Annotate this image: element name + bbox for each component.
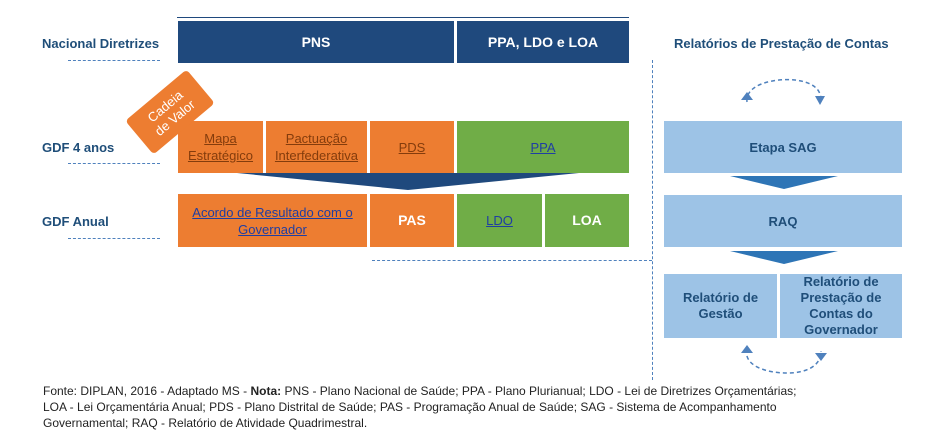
etapa-sag-label: Etapa SAG bbox=[749, 139, 817, 155]
ldo-box: LDO bbox=[456, 193, 543, 248]
acordo-resultado-box: Acordo de Resultado com o Governador bbox=[177, 193, 368, 248]
caption-line-1: Fonte: DIPLAN, 2016 - Adaptado MS - Nota… bbox=[43, 383, 843, 399]
ppa-ldo-loa-label: PPA, LDO e LOA bbox=[487, 33, 599, 50]
caption-line-3: Governamental; RAQ - Relatório de Ativid… bbox=[43, 416, 368, 430]
row-label-underline bbox=[68, 238, 160, 239]
ldo-link[interactable]: LDO bbox=[486, 213, 513, 228]
relatorio-prestacao-label: Relatório de Prestação de Contas do Gove… bbox=[800, 274, 882, 337]
top-border-line bbox=[177, 17, 629, 18]
pas-label: PAS bbox=[398, 212, 426, 228]
horizontal-dashed-connector bbox=[372, 260, 652, 261]
vertical-dashed-divider bbox=[652, 60, 653, 380]
loa-box: LOA bbox=[544, 193, 630, 248]
raq-box: RAQ bbox=[663, 194, 903, 248]
cycle-arrow-bottom-icon bbox=[741, 345, 827, 374]
caption-nota-label: Nota: bbox=[250, 384, 282, 398]
figure-caption: Fonte: DIPLAN, 2016 - Adaptado MS - Nota… bbox=[43, 383, 843, 431]
ppa-box: PPA bbox=[456, 120, 630, 174]
raq-label: RAQ bbox=[768, 213, 798, 229]
relatorios-prestacao-contas-title: Relatórios de Prestação de Contas bbox=[674, 36, 889, 51]
etapa-sag-box: Etapa SAG bbox=[663, 120, 903, 174]
row-label-nacional-diretrizes: Nacional Diretrizes bbox=[42, 36, 160, 51]
ppa-link[interactable]: PPA bbox=[530, 139, 556, 155]
caption-line-1-rest: PNS - Plano Nacional de Saúde; PPA - Pla… bbox=[281, 384, 797, 398]
row-label-gdf-anual: GDF Anual bbox=[42, 214, 109, 229]
pactuacao-interfederativa-link[interactable]: Pactuação Interfederativa bbox=[274, 131, 359, 163]
pds-link[interactable]: PDS bbox=[398, 139, 426, 155]
down-arrow-shape bbox=[237, 173, 579, 190]
relatorio-gestao-box: Relatório de Gestão bbox=[663, 273, 778, 339]
mapa-estrategico-box: Mapa Estratégico bbox=[177, 120, 264, 174]
pns-label: PNS bbox=[301, 33, 331, 50]
caption-line-2: LOA - Lei Orçamentária Anual; PDS - Plan… bbox=[43, 400, 777, 414]
row-label-gdf-4-anos: GDF 4 anos bbox=[42, 140, 115, 155]
pds-box: PDS bbox=[369, 120, 455, 174]
pns-box: PNS bbox=[177, 20, 455, 64]
loa-label: LOA bbox=[572, 212, 602, 228]
down-arrow-right-1 bbox=[730, 176, 838, 189]
pas-box: PAS bbox=[369, 193, 455, 248]
down-arrow-right-2 bbox=[730, 251, 838, 264]
row-label-underline bbox=[68, 163, 160, 164]
row-label-underline bbox=[68, 60, 160, 61]
acordo-resultado-link[interactable]: Acordo de Resultado com o Governador bbox=[192, 204, 353, 237]
relatorio-prestacao-box: Relatório de Prestação de Contas do Gove… bbox=[779, 273, 903, 339]
down-arrow-left bbox=[237, 173, 579, 190]
relatorio-gestao-label: Relatório de Gestão bbox=[682, 290, 759, 321]
caption-prefix: Fonte: DIPLAN, 2016 - Adaptado MS - bbox=[43, 384, 251, 398]
cycle-arrow-top-icon bbox=[741, 78, 825, 105]
ppa-ldo-loa-box: PPA, LDO e LOA bbox=[456, 20, 630, 64]
mapa-estrategico-link[interactable]: Mapa Estratégico bbox=[187, 131, 254, 163]
pactuacao-box: Pactuação Interfederativa bbox=[265, 120, 368, 174]
